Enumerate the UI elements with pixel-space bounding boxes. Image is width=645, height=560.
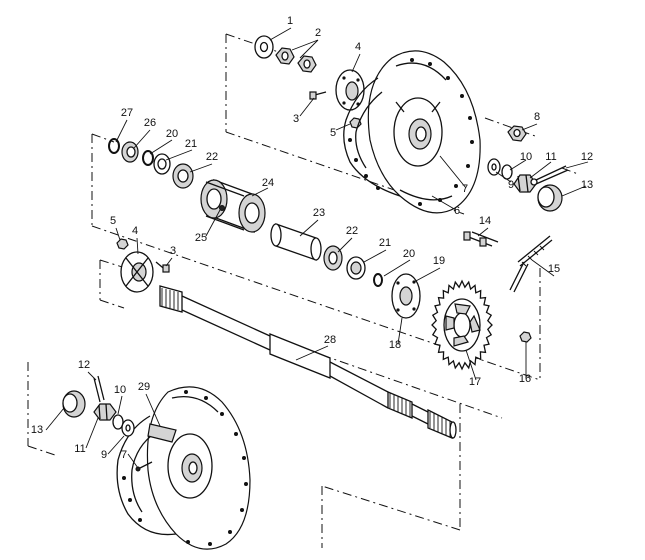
sprocket-nut-16: [519, 331, 532, 343]
callout-c4b: 4: [132, 225, 138, 237]
callout-c24: 24: [262, 177, 274, 189]
washer-1: [254, 35, 274, 59]
carrier-bolt-25: [219, 205, 225, 211]
callout-c21b: 21: [379, 237, 391, 249]
callout-c23: 23: [313, 207, 325, 219]
seal-21a: [153, 153, 171, 175]
callout-c9b: 9: [101, 449, 107, 461]
upper-wheel-rim-7: [393, 97, 443, 167]
callout-c8: 8: [534, 111, 540, 123]
callout-c6: 6: [454, 205, 460, 217]
bearing-22a: [172, 163, 194, 189]
upper-cotter-pin-12: [530, 165, 569, 186]
callout-c22a: 22: [206, 151, 218, 163]
callout-c3a: 3: [293, 113, 299, 125]
callout-c11b: 11: [74, 443, 85, 455]
callout-c29: 29: [138, 381, 150, 393]
callout-c15: 15: [548, 263, 560, 275]
callout-c1: 1: [287, 15, 293, 27]
lower-washer-10: [112, 414, 124, 430]
lower-stud-3: [155, 261, 170, 273]
upper-hub-cap-13: [537, 184, 563, 212]
lower-cotter-pin-12: [93, 375, 105, 403]
callout-c12b: 12: [78, 359, 90, 371]
callout-c5a: 5: [330, 127, 336, 139]
lower-stud-nut-5: [116, 238, 129, 250]
lower-castle-nut-11: [93, 403, 117, 421]
callout-c18: 18: [389, 339, 401, 351]
callout-c28: 28: [324, 334, 336, 346]
snap-ring-27: [108, 138, 120, 154]
callout-c14: 14: [479, 215, 491, 227]
callout-c13b: 13: [31, 424, 43, 436]
sprocket-hub-19: [391, 273, 421, 319]
callout-c13a: 13: [581, 179, 593, 191]
callout-c21a: 21: [185, 138, 197, 150]
lower-hub-cap-13: [62, 390, 86, 418]
callout-c27: 27: [121, 107, 133, 119]
callout-c5b: 5: [110, 215, 116, 227]
callout-c7b: 7: [121, 449, 127, 461]
upper-washer-9: [487, 158, 501, 176]
brake-bolts-14: [463, 231, 499, 247]
bearing-22b: [323, 245, 343, 271]
callout-c4a: 4: [355, 41, 361, 53]
drive-chain-15: [509, 235, 553, 293]
callout-c7a: 7: [462, 183, 468, 195]
bearing-carrier-24: [200, 179, 266, 233]
lower-valve-7: [135, 461, 153, 472]
callout-c17: 17: [469, 376, 481, 388]
lower-washer-9: [121, 419, 135, 437]
callout-c20b: 20: [403, 248, 415, 260]
snap-ring-20b: [373, 273, 383, 287]
upper-hub-flange-4: [335, 69, 365, 111]
snap-ring-20a: [142, 150, 154, 166]
callout-c11a: 11: [545, 151, 556, 163]
seal-26: [121, 141, 139, 163]
callout-c16: 16: [519, 373, 531, 385]
rear-sprocket-17: [431, 279, 493, 371]
callout-c2: 2: [315, 27, 321, 39]
hub-nuts-2: [275, 47, 317, 73]
spacer-tube-23: [270, 223, 322, 261]
hub-stud-3: [309, 91, 327, 100]
callout-c3b: 3: [170, 245, 176, 257]
lower-frame: [27, 259, 503, 548]
lower-hub-flange-4: [120, 251, 154, 293]
callout-c10b: 10: [114, 384, 126, 396]
callout-c10a: 10: [520, 151, 532, 163]
seal-21b: [346, 256, 366, 280]
callout-c20a: 20: [166, 128, 178, 140]
valve-nut-8: [507, 125, 527, 142]
callout-c19: 19: [433, 255, 445, 267]
callout-c22b: 22: [346, 225, 358, 237]
callout-c26: 26: [144, 117, 156, 129]
callout-c25: 25: [195, 232, 207, 244]
rear-axle-28: [159, 285, 457, 439]
lower-wheel-rim-29: [147, 423, 213, 499]
callout-c12a: 12: [581, 151, 593, 163]
callout-c9a: 9: [508, 179, 514, 191]
leader-lines: [45, 27, 589, 469]
